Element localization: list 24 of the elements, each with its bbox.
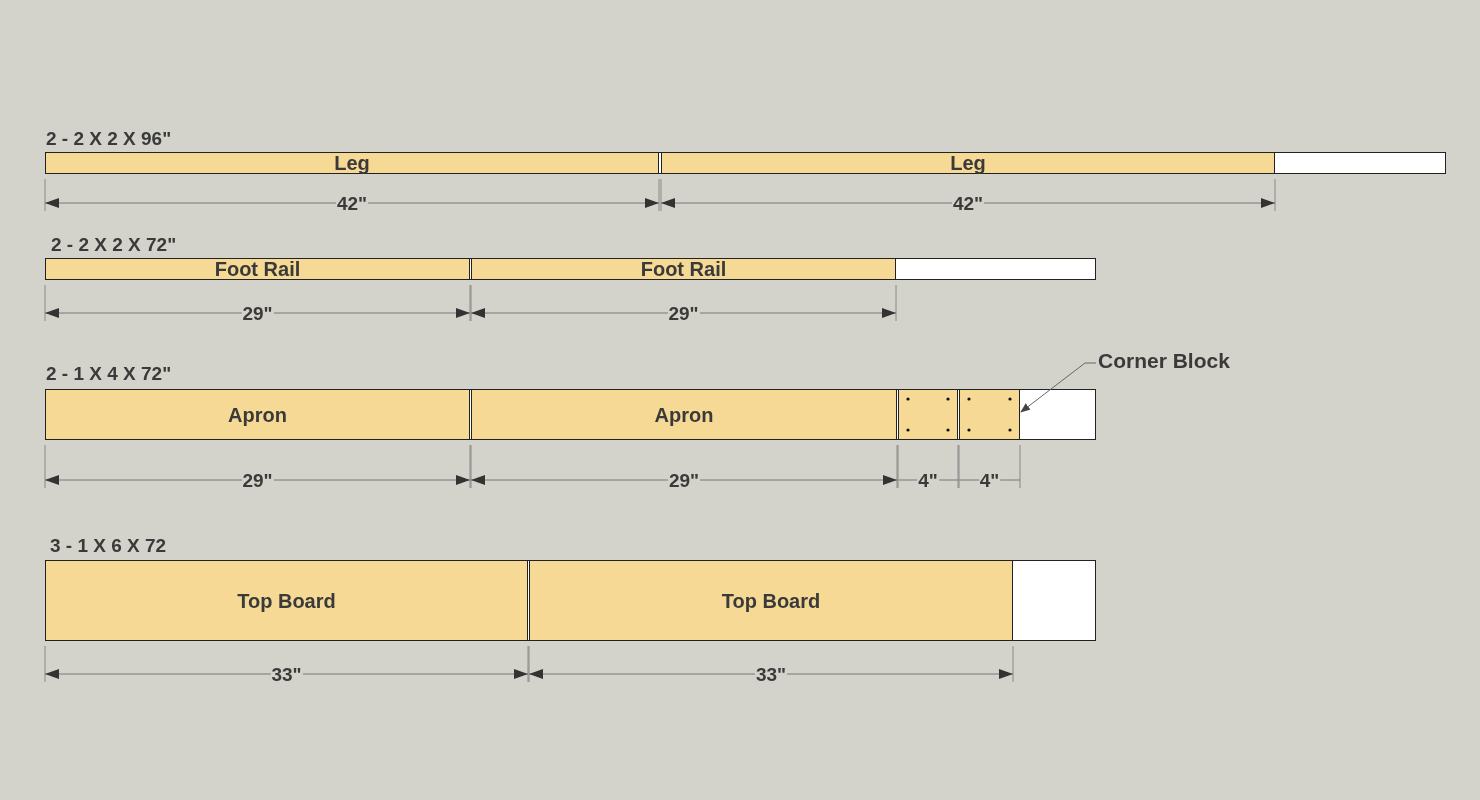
cut-piece <box>471 258 896 280</box>
piece-label: Apron <box>654 404 714 425</box>
cut-piece <box>45 258 470 280</box>
cut-piece <box>471 389 897 440</box>
piece-label: Foot Rail <box>640 259 727 279</box>
piece-label: Leg <box>334 153 370 173</box>
cut-piece <box>959 389 1020 440</box>
cut-piece <box>661 152 1275 174</box>
cut-piece <box>898 389 958 440</box>
callout-text: Corner Block <box>1098 350 1248 374</box>
cut-piece <box>45 152 659 174</box>
board-size-label: 2 - 2 X 2 X 72" <box>51 235 177 255</box>
piece-label: Top Board <box>721 590 821 611</box>
board-size-label: 2 - 1 X 4 X 72" <box>46 364 172 384</box>
piece-label: Foot Rail <box>214 259 301 279</box>
piece-label: Top Board <box>237 590 336 611</box>
board-size-label: 3 - 1 X 6 X 72 <box>50 536 167 556</box>
cut-piece <box>529 560 1013 641</box>
cut-piece <box>45 389 470 440</box>
leader-line <box>1020 362 1097 413</box>
piece-label: Apron <box>228 404 287 425</box>
board-size-label: 2 - 2 X 2 X 96" <box>46 129 172 149</box>
piece-label: Leg <box>950 153 986 173</box>
cut-piece <box>45 560 528 641</box>
